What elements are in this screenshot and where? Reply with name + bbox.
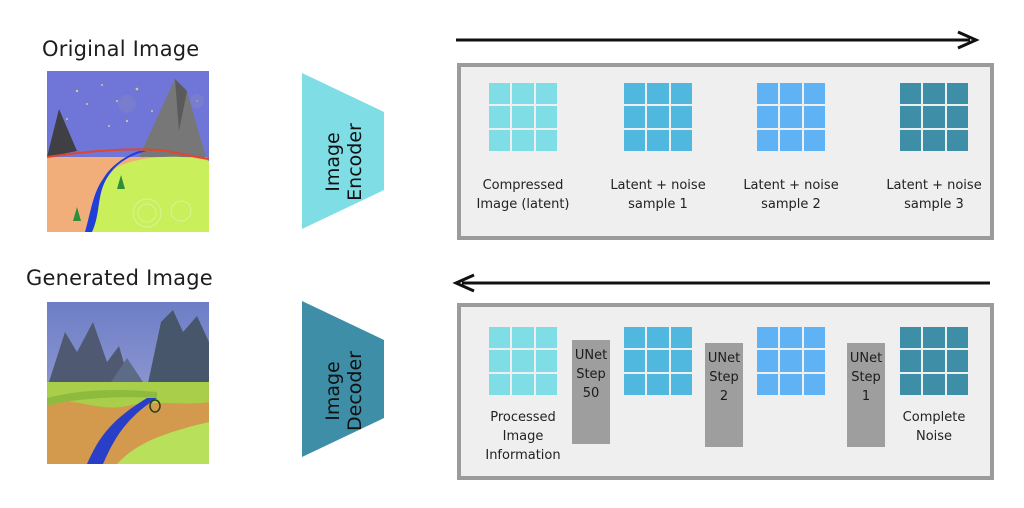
grid-cell [624, 106, 646, 128]
grid-cell [757, 373, 779, 395]
grid-cell [900, 350, 922, 372]
grid-cell [803, 83, 825, 105]
grid-cell [489, 106, 511, 128]
encoder-label: Image Encoder [322, 123, 366, 201]
latent-grid-denoised-2 [624, 327, 692, 395]
grid-cell [670, 327, 692, 349]
grid-cell [900, 83, 922, 105]
grid-cell [647, 373, 669, 395]
grid-cell [647, 350, 669, 372]
grid-cell [900, 373, 922, 395]
grid-cell [535, 327, 557, 349]
latent-grid-denoised-1 [757, 327, 825, 395]
decoder-label: Image Decoder [322, 351, 366, 431]
grid-cell [757, 327, 779, 349]
grid-cell [647, 327, 669, 349]
grid-cell [489, 129, 511, 151]
grid-cell [670, 373, 692, 395]
grid-cell [780, 83, 802, 105]
grid-cell [757, 83, 779, 105]
grid-cell [780, 106, 802, 128]
grid-cell [647, 83, 669, 105]
grid-cell [624, 83, 646, 105]
grid-cell [803, 129, 825, 151]
grid-cell [923, 373, 945, 395]
grid-cell [803, 373, 825, 395]
grid-cell [803, 106, 825, 128]
grid-cell [923, 350, 945, 372]
grid-cell [670, 350, 692, 372]
latent-grid-sample-1 [624, 83, 692, 151]
grid-cell [512, 350, 534, 372]
decoder-trapezoid [302, 301, 384, 457]
grid-cell [535, 350, 557, 372]
grid-cell [535, 83, 557, 105]
grid-cell [512, 373, 534, 395]
grid-cell [780, 327, 802, 349]
grid-cell [900, 106, 922, 128]
grid-cell [489, 83, 511, 105]
grid-cell [535, 129, 557, 151]
grid-cell [512, 327, 534, 349]
grid-cell [624, 327, 646, 349]
grid-cell [512, 129, 534, 151]
grid-cell [624, 373, 646, 395]
grid-cell [512, 83, 534, 105]
latent-grid-processed [489, 327, 557, 395]
grid-cell [624, 129, 646, 151]
grid-cell [757, 350, 779, 372]
generated-image-title: Generated Image [26, 266, 213, 290]
grid-cell [923, 129, 945, 151]
grid-cell [535, 106, 557, 128]
grid-cell [803, 327, 825, 349]
grid-cell [946, 106, 968, 128]
grid-cell [535, 373, 557, 395]
reverse-arrow [452, 273, 990, 293]
grid-cell [780, 373, 802, 395]
grid-cell [946, 327, 968, 349]
latent-grid-compressed [489, 83, 557, 151]
encoder-trapezoid [302, 73, 384, 229]
grid-cell [803, 350, 825, 372]
grid-cell [512, 106, 534, 128]
original-image-title: Original Image [42, 37, 200, 61]
original-image [47, 71, 209, 232]
grid-cell [946, 350, 968, 372]
grid-cell [946, 83, 968, 105]
grid-cell [670, 129, 692, 151]
grid-cell [923, 327, 945, 349]
grid-cell [624, 350, 646, 372]
grid-cell [780, 129, 802, 151]
latent-grid-sample-2 [757, 83, 825, 151]
forward-arrow [456, 30, 980, 50]
grid-cell [923, 83, 945, 105]
grid-cell [757, 106, 779, 128]
grid-cell [946, 129, 968, 151]
latent-grid-complete-noise [900, 327, 968, 395]
grid-cell [757, 129, 779, 151]
grid-cell [946, 373, 968, 395]
grid-cell [670, 83, 692, 105]
grid-cell [900, 327, 922, 349]
grid-cell [923, 106, 945, 128]
grid-cell [900, 129, 922, 151]
grid-cell [489, 373, 511, 395]
latent-grid-sample-3 [900, 83, 968, 151]
grid-cell [647, 129, 669, 151]
grid-cell [670, 106, 692, 128]
grid-cell [489, 327, 511, 349]
grid-cell [647, 106, 669, 128]
grid-cell [780, 350, 802, 372]
generated-image [47, 302, 209, 464]
grid-cell [489, 350, 511, 372]
